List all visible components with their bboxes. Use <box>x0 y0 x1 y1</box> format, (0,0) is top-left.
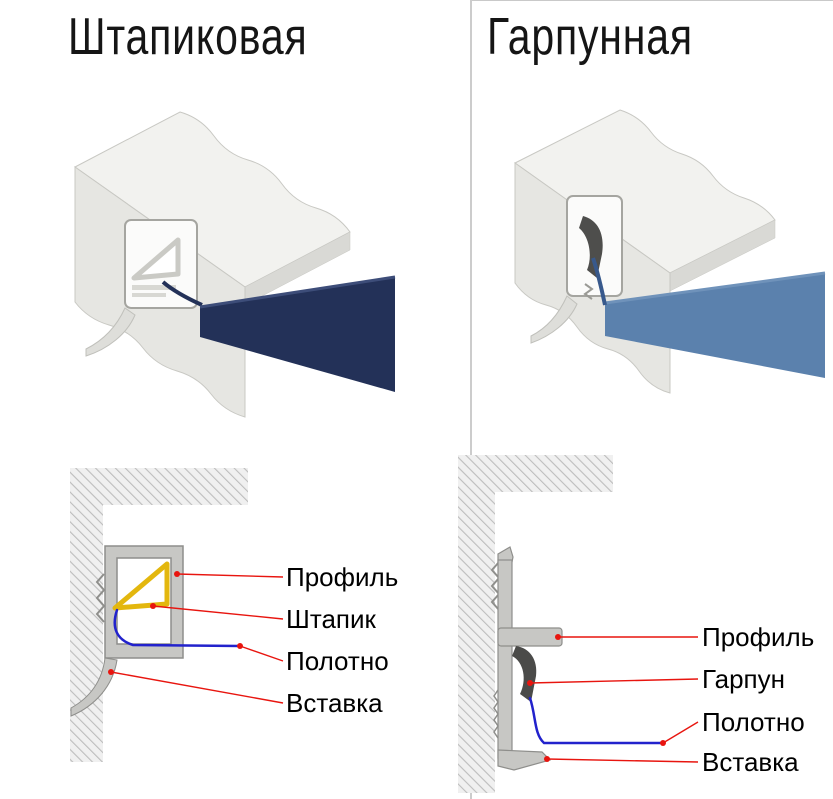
canvas-line <box>113 608 242 648</box>
profile-ridge <box>132 285 176 290</box>
label-insert-right: Вставка <box>702 747 799 777</box>
label-canvas-right: Полотно <box>702 707 805 737</box>
leader-lines <box>529 636 699 763</box>
slab-top-face <box>514 109 776 274</box>
profile-arm <box>497 627 563 647</box>
ceiling-block-3d <box>74 111 396 418</box>
label-profile-right: Профиль <box>702 622 815 652</box>
insert-flange <box>70 657 118 717</box>
label-insert-left: Вставка <box>286 688 383 718</box>
fabric-wrap-3d <box>161 280 203 307</box>
fabric-top-edge <box>199 275 396 309</box>
fabric-wrap-3d <box>591 257 607 306</box>
break-spring-symbol <box>490 561 501 611</box>
bead-cross-section-3d <box>131 237 181 281</box>
right-cross-section <box>458 455 699 793</box>
slab-top-face <box>74 111 351 288</box>
label-profile-left: Профиль <box>286 562 399 592</box>
wall-hatch <box>458 455 495 793</box>
break-spring-symbol <box>95 573 106 623</box>
panel-divider <box>470 0 472 799</box>
insert-lip-3d <box>85 307 136 357</box>
label-harpoon-right: Гарпун <box>702 664 785 694</box>
profile-plate <box>497 559 513 759</box>
right-title: Гарпунная <box>487 7 693 66</box>
fabric-top-edge <box>604 271 826 305</box>
profile-teeth <box>493 689 499 739</box>
profile-ridge <box>132 293 166 297</box>
harpoon-hook-3d <box>579 216 603 278</box>
bead-shtapik <box>112 561 170 611</box>
profile-channel <box>104 545 184 659</box>
canvas-line <box>528 696 665 745</box>
insert-lip-3d <box>530 295 578 344</box>
left-cross-section <box>70 468 284 762</box>
label-bead-left: Штапик <box>286 604 376 634</box>
leader-lines <box>110 573 284 704</box>
left-3d-illustration <box>74 111 396 418</box>
ceiling-block-3d <box>514 109 826 394</box>
fabric-sheet-blue <box>605 273 825 378</box>
left-title: Штапиковая <box>68 7 308 66</box>
profile-teeth <box>583 283 594 300</box>
label-canvas-left: Полотно <box>286 646 389 676</box>
right-panel-topline <box>472 0 833 1</box>
harpoon-hook <box>512 646 537 702</box>
right-3d-illustration <box>514 109 826 394</box>
profile-foot-insert <box>497 749 552 771</box>
fabric-sheet-navy <box>200 277 395 392</box>
